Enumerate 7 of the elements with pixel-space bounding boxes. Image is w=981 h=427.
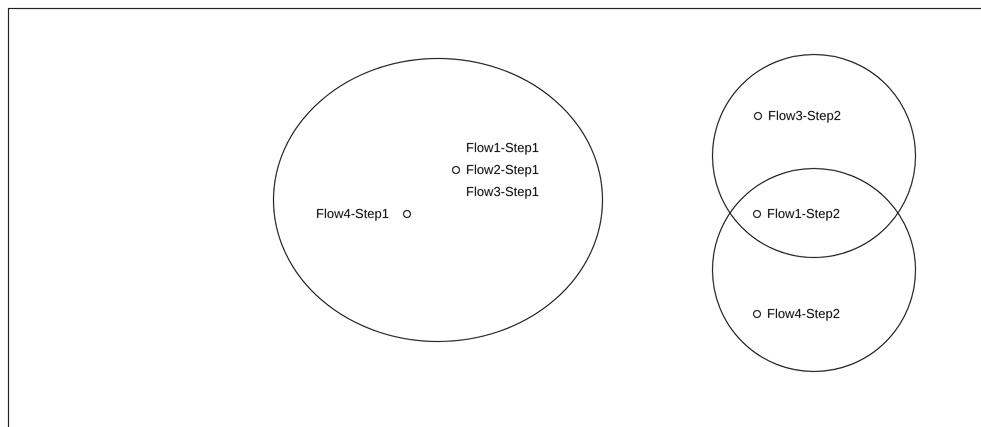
point-label: Flow3-Step1 [466,184,539,200]
point-label: Flow4-Step2 [767,306,840,322]
point-label: Flow4-Step1 [316,206,389,222]
point-label: Flow3-Step2 [768,108,841,124]
point-label: Flow1-Step1 [466,140,539,156]
point-label: Flow2-Step1 [466,162,539,178]
point-label: Flow1-Step2 [767,206,840,222]
